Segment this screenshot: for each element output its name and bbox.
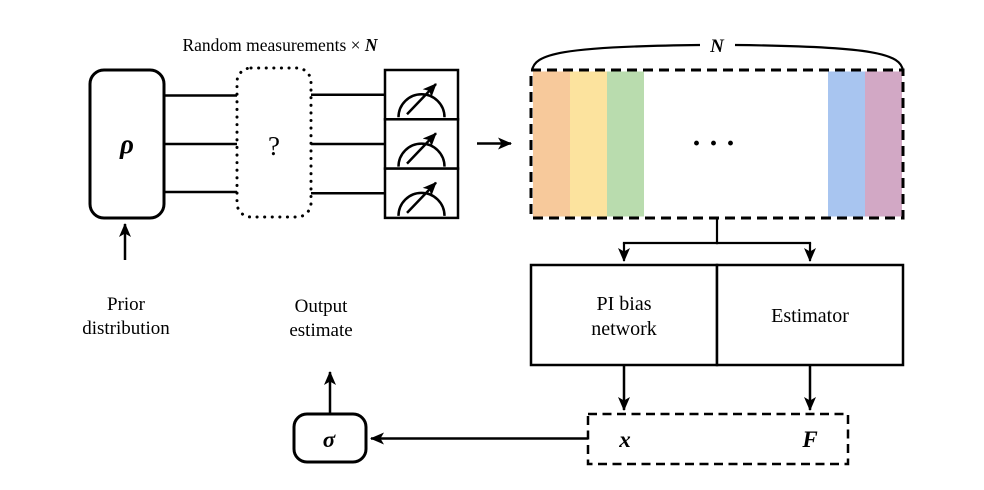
- question-mark: ?: [268, 131, 280, 161]
- pi-bias-network-box: [529, 263, 719, 367]
- meter-box-3: [383, 167, 460, 220]
- data-stripe: [533, 71, 570, 217]
- data-stripe: [607, 71, 644, 217]
- n-brace-left: [530, 43, 701, 72]
- meter-needle-icon: [406, 83, 437, 116]
- rho-symbol: ρ: [119, 129, 134, 159]
- random-measurements-label: Random measurements × N: [182, 35, 378, 55]
- unknown-measurement-box: [235, 66, 313, 219]
- sigma-symbol: σ: [323, 427, 336, 452]
- sigma-box: [292, 412, 368, 464]
- data-stripe: [828, 71, 865, 217]
- meter-dial-icon: [397, 191, 446, 216]
- x-symbol: x: [618, 427, 631, 452]
- estimator-label: Estimator: [771, 305, 849, 327]
- data-ellipsis: ···: [691, 127, 742, 160]
- n-brace-right: [734, 43, 905, 72]
- estimator-box: [715, 263, 905, 367]
- measurement-data-box: ···: [529, 68, 905, 220]
- data-stripe: [865, 71, 902, 217]
- n-brace-label: N: [709, 36, 725, 57]
- data-stripe: [570, 71, 607, 217]
- prior-label-line1: Prior: [107, 294, 146, 315]
- random-measurements-n: N: [364, 35, 379, 55]
- meter-needle-icon: [406, 132, 437, 165]
- random-measurements-text: Random measurements ×: [182, 35, 364, 55]
- meter-dial-icon: [397, 142, 446, 167]
- meter-dial-icon: [397, 93, 446, 118]
- f-symbol: F: [801, 427, 817, 452]
- output-label-line2: estimate: [289, 320, 352, 341]
- meter-stack: [383, 68, 460, 220]
- pi-bias-label-line2: network: [591, 318, 657, 340]
- pi-bias-label-line1: PI bias: [597, 293, 652, 315]
- meter-needle-icon: [406, 181, 437, 214]
- output-label-line1: Output: [295, 296, 349, 317]
- prior-label-line2: distribution: [82, 318, 170, 339]
